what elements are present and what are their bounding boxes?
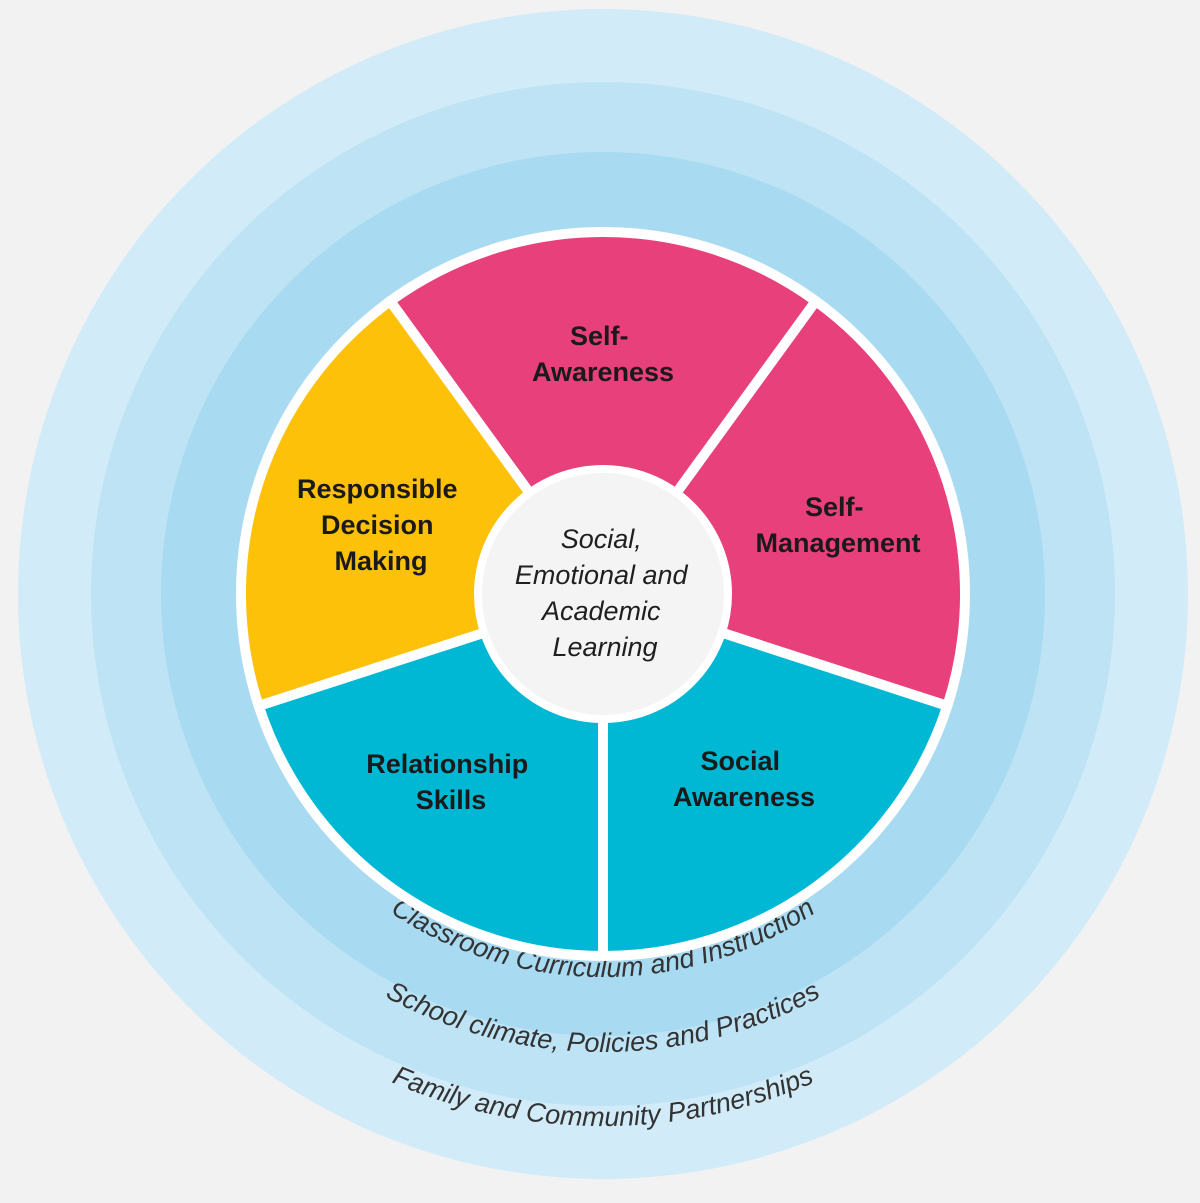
label-social-awareness-line2: Awareness: [673, 782, 815, 812]
label-relationship-skills-line1: Relationship: [366, 749, 528, 779]
center-label-line2: Emotional and: [515, 560, 689, 590]
label-social-awareness: Social Awareness: [673, 746, 815, 812]
label-relationship-skills-line2: Skills: [416, 785, 487, 815]
center-label: Social, Emotional and Academic Learning: [515, 524, 695, 662]
label-self-awareness-line2: Awareness: [532, 357, 674, 387]
label-responsible-line2: Decision: [321, 510, 434, 540]
label-responsible-decision-making: Responsible Decision Making: [297, 474, 465, 576]
label-relationship-skills: Relationship Skills: [366, 749, 536, 815]
label-social-awareness-line1: Social: [700, 746, 780, 776]
center-label-line1: Social,: [561, 524, 642, 554]
center-label-line3: Academic: [540, 596, 661, 626]
center-circle: [474, 465, 732, 723]
label-self-management-line1: Self-: [805, 492, 864, 522]
label-self-management-line2: Management: [755, 528, 920, 558]
label-self-management: Self- Management: [755, 492, 920, 558]
center-label-line4: Learning: [552, 632, 657, 662]
label-self-awareness: Self- Awareness: [532, 321, 674, 387]
label-responsible-line1: Responsible: [297, 474, 458, 504]
label-self-awareness-line1: Self-: [570, 321, 629, 351]
label-responsible-line3: Making: [334, 546, 427, 576]
